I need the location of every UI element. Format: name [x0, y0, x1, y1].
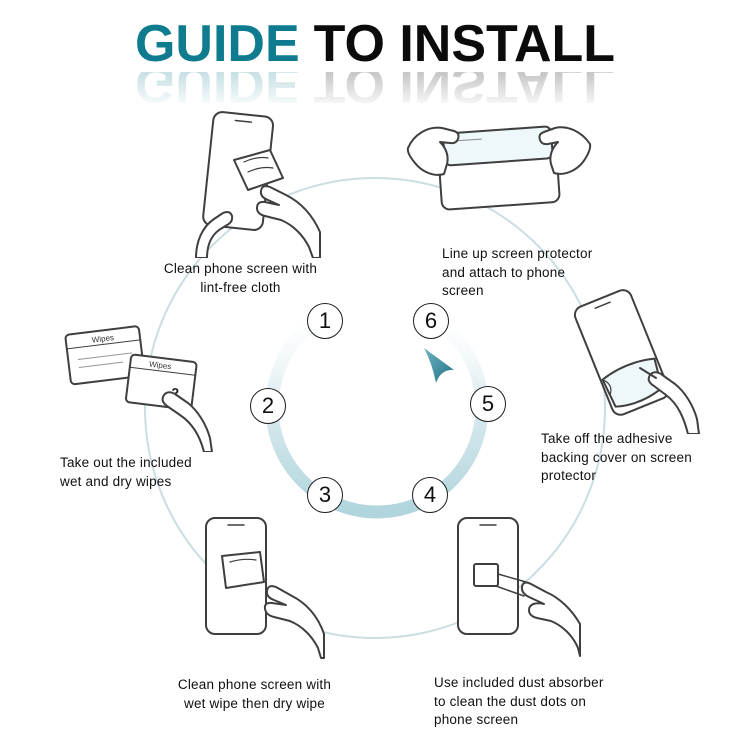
direction-arrow-icon: [424, 348, 454, 383]
screen-protector: [442, 125, 554, 167]
caption-line: wet wipe then dry wipe: [184, 695, 325, 711]
caption-line: Line up screen protector: [442, 246, 593, 261]
step-marker-6: 6: [413, 303, 449, 339]
right-hand: [538, 126, 592, 175]
caption-line: wet and dry wipes: [60, 473, 172, 489]
caption-line: phone screen: [434, 712, 519, 728]
caption-line: Clean phone screen with: [163, 261, 318, 276]
caption-line: lint-free cloth: [200, 279, 281, 295]
outer-circle: [144, 177, 606, 639]
caption-step-5: Take off the adhesive backing cover on s…: [541, 430, 721, 486]
step-marker-1: 1: [307, 303, 343, 339]
illustration-step-3: [205, 517, 325, 659]
phone-speaker: [594, 301, 611, 309]
caption-line: backing cover on screen: [541, 449, 692, 465]
caption-line: to clean the dust dots on: [434, 693, 587, 709]
illustration-step-5: [573, 289, 700, 434]
wiping-hand: [256, 185, 321, 258]
pinching-hand: [520, 581, 581, 657]
caption-step-2: Take out the included wet and dry wipes: [60, 454, 250, 491]
title-rest: TO INSTALL: [313, 15, 616, 73]
caption-step-3: Clean phone screen with wet wipe then dr…: [152, 676, 357, 713]
step-marker-4: 4: [412, 477, 448, 513]
illustration-step-6: [406, 125, 592, 211]
title-reflection-fade: [0, 74, 750, 118]
wiping-hand: [263, 585, 325, 659]
cloth-fold: [243, 156, 269, 163]
wipes-number: 2: [170, 384, 180, 401]
illustration-step-1: [195, 111, 321, 258]
title-accent: GUIDE: [134, 15, 300, 73]
holding-hand: [195, 211, 234, 258]
dust-absorber-sticker: [473, 563, 499, 587]
wipes-label: Wipes: [91, 333, 114, 345]
wet-wipe: [221, 551, 265, 589]
illustration-step-4: [457, 517, 581, 657]
caption-step-4: Use included dust absorber to clean the …: [434, 674, 644, 730]
wipes-label: Wipes: [149, 360, 172, 372]
caption-line: and attach to phone: [442, 264, 566, 280]
wipe-fold: [229, 558, 257, 563]
caption-line: Use included dust absorber: [434, 675, 604, 690]
cleaning-cloth: [233, 149, 284, 191]
left-hand: [406, 126, 460, 176]
caption-line: protector: [541, 468, 597, 484]
step-marker-5: 5: [470, 386, 506, 422]
step-marker-3: 3: [307, 477, 343, 513]
caption-line: Clean phone screen with: [177, 677, 332, 692]
peeling-hand: [647, 371, 700, 434]
cloth-fold: [247, 166, 274, 173]
caption-line: Take off the adhesive: [541, 431, 673, 446]
film-curl: [601, 379, 612, 395]
caption-line: screen: [442, 283, 484, 299]
caption-step-6: Line up screen protector and attach to p…: [442, 245, 622, 301]
caption-line: Take out the included: [60, 455, 192, 470]
thumb-line: [639, 367, 657, 379]
illustration-step-2: Wipes 1 Wipes 2: [64, 325, 213, 452]
caption-step-1: Clean phone screen with lint-free cloth: [138, 260, 343, 297]
inner-ring: [265, 295, 489, 519]
grabbing-hand: [161, 391, 213, 452]
step-marker-2: 2: [250, 388, 286, 424]
pinching-fingers: [495, 573, 527, 597]
